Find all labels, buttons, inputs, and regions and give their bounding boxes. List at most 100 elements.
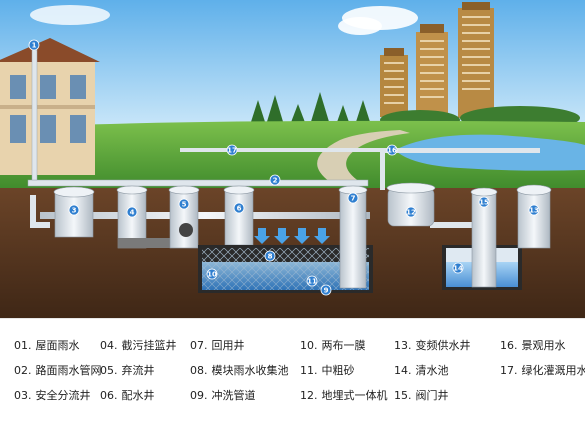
legend-item-number: 09. [190,389,208,402]
diagram-scene: 1 2 3 4 5 6 7 8 [0,0,585,318]
legend-item-label: 地埋式一体机 [322,389,388,402]
buried-integrated-machine [387,183,435,226]
callout-6: 6 [234,203,244,213]
supply-pipe [380,150,385,190]
callout-label: 10 [207,271,217,279]
callout-15: 15 [479,197,489,207]
legend-item: 17. 绿化灌溉用水 [500,358,585,383]
callout-label: 13 [529,207,539,215]
callout-label: 1 [32,42,37,50]
legend-item: 06. 配水井 [100,383,184,408]
villa-house [0,38,100,175]
callout-10: 10 [207,269,217,279]
callout-5: 5 [179,199,189,209]
callout-13: 13 [529,205,539,215]
legend-item-label: 阀门井 [416,389,449,402]
callout-4: 4 [127,207,137,217]
legend-item: 07. 回用井 [190,333,294,358]
callout-3: 3 [69,205,79,215]
legend-item-label: 景观用水 [522,339,566,352]
callout-label: 15 [479,199,489,207]
legend-item: 02.路面雨水管网 [14,358,94,383]
callout-17: 17 [227,145,237,155]
legend-item: 15. 阀门井 [394,383,494,408]
callout-16: 16 [387,145,397,155]
legend-item-number: 02. [14,364,32,377]
well-vf-supply [517,185,551,248]
legend-item-label: 安全分流井 [36,389,91,402]
legend-item-number: 05. [100,364,118,377]
legend-item-label: 配水井 [122,389,155,402]
legend-item-number: 15. [394,389,412,402]
legend-item-label: 截污挂篮井 [122,339,177,352]
rainwater-main-pipe [28,180,368,186]
legend-item-label: 模块雨水收集池 [212,364,289,377]
callout-label: 8 [268,253,273,261]
legend-item-number: 17. [500,364,518,377]
legend-item-label: 路面雨水管网 [36,364,102,377]
callout-label: 17 [227,147,237,155]
legend-item-number: 12. [300,389,318,402]
legend-item-number: 07. [190,339,208,352]
drain-pipe [30,195,36,225]
legend-item-label: 弃流井 [122,364,155,377]
legend-item: 16. 景观用水 [500,333,585,358]
callout-label: 3 [72,207,77,215]
legend-item-number: 11. [300,364,318,377]
legend-item: 13. 变频供水井 [394,333,494,358]
legend-item-label: 变频供水井 [416,339,471,352]
legend-item-number: 06. [100,389,118,402]
legend-item-label: 两布一膜 [322,339,366,352]
legend-item-label: 回用井 [212,339,245,352]
legend-item-number: 04. [100,339,118,352]
legend-item-label: 清水池 [416,364,449,377]
callout-2: 2 [270,175,280,185]
cloud [338,17,382,35]
legend-item: 03. 安全分流井 [14,383,94,408]
callout-label: 7 [351,195,356,203]
callout-label: 16 [387,147,397,155]
callout-label: 14 [453,265,463,273]
callout-12: 12 [406,207,416,217]
downpipe [32,50,37,180]
callout-8: 8 [265,251,275,261]
legend-item: 09. 冲洗管道 [190,383,294,408]
callout-label: 12 [406,209,416,217]
legend-item-label: 冲洗管道 [212,389,256,402]
legend-item: 01.屋面雨水 [14,333,94,358]
legend-item-number: 01. [14,339,32,352]
legend-item-number: 13. [394,339,412,352]
legend-item-label: 绿化灌溉用水 [522,364,585,377]
cloud [30,5,110,25]
drain-pipe [30,222,50,228]
legend-item: 14. 清水池 [394,358,494,383]
legend-item: 10. 两布一膜 [300,333,388,358]
callout-11: 11 [307,276,317,286]
callout-7: 7 [348,193,358,203]
legend-item: 12. 地埋式一体机 [300,383,388,408]
callout-label: 9 [324,287,329,295]
well-distribution [224,186,254,245]
legend-item: 04. 截污挂篮井 [100,333,184,358]
callout-14: 14 [453,263,463,273]
irrigation-pipe [180,148,380,152]
callout-label: 5 [182,201,187,209]
legend-item-number: 08. [190,364,208,377]
legend-item-number: 03. [14,389,32,402]
legend-item-number: 14. [394,364,412,377]
callout-label: 2 [273,177,278,185]
legend-item-label: 中粗砂 [322,364,355,377]
legend-item-number: 16. [500,339,518,352]
legend-item-number: 10. [300,339,318,352]
callout-9: 9 [321,285,331,295]
callout-label: 4 [130,209,135,217]
callout-1: 1 [29,40,39,50]
legend-item: 11. 中粗砂 [300,358,388,383]
well-initial-flow [169,186,199,248]
callout-label: 11 [307,278,317,286]
legend-item: 08. 模块雨水收集池 [190,358,294,383]
legend-item: 05. 弃流井 [100,358,184,383]
